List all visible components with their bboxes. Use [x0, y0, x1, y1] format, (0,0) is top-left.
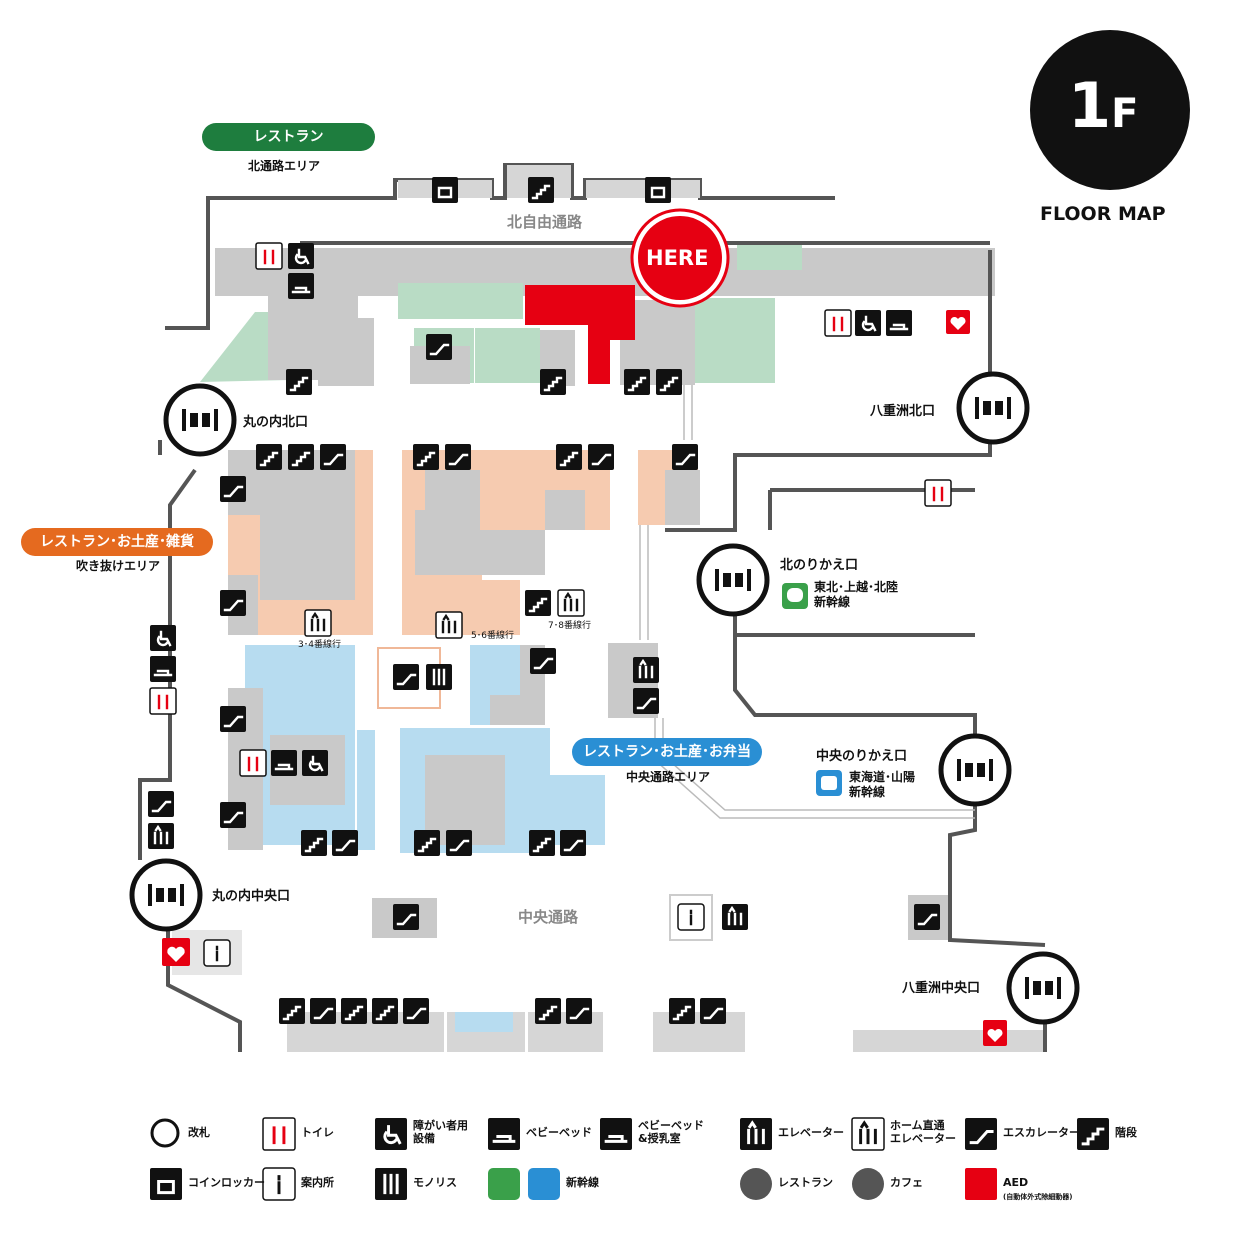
central-passage-label: 中央通路	[518, 908, 579, 926]
escalator-icon	[403, 998, 429, 1024]
floor-badge	[1030, 30, 1190, 190]
escalator-icon	[320, 444, 346, 470]
toilet-icon	[262, 1117, 296, 1151]
escalator-icon	[965, 1118, 997, 1150]
toilet-icon	[149, 687, 177, 715]
legend-label: AED(自動体外式除細動器)	[1003, 1176, 1073, 1201]
legend-label: 障がい者用設備	[413, 1119, 468, 1145]
north-restaurant-area-title: レストラン	[202, 123, 375, 151]
legend-label: 改札	[188, 1126, 210, 1139]
escalator-icon	[393, 664, 419, 690]
gate-label-yaesu-central: 八重洲中央口	[902, 981, 981, 996]
toilet-icon	[924, 479, 952, 507]
fukinuke-area-sub: 吹き抜けエリア	[76, 559, 161, 573]
escalator-icon	[566, 998, 592, 1024]
gate-chuo-norikae-icon	[938, 733, 1012, 807]
coin-locker-icon	[432, 177, 458, 203]
gate-yaesu-central-icon	[1006, 951, 1080, 1025]
here-label: HERE	[646, 246, 709, 270]
escalator-icon	[446, 830, 472, 856]
escalator-icon	[332, 830, 358, 856]
escalator-icon	[560, 830, 586, 856]
legend-label: 案内所	[301, 1176, 334, 1189]
escalator-icon	[148, 791, 174, 817]
escalator-icon	[220, 476, 246, 502]
shinkansen-tokaido-line1: 東海道･山陽	[849, 770, 916, 784]
gate-label-chuo-norikae: 中央のりかえ口	[816, 749, 908, 764]
shinkansen-tohoku-line1: 東北･上越･北陸	[814, 580, 899, 594]
ticket-gate-icon	[150, 1118, 180, 1148]
shinkansen-tohoku-line2: 新幹線	[814, 595, 851, 609]
north-restaurant-area-sub: 北通路エリア	[248, 159, 321, 173]
gate-label-kita-norikae: 北のりかえ口	[780, 558, 859, 573]
legend-label: ベビーベッド&授乳室	[638, 1119, 704, 1145]
aed-icon	[965, 1168, 997, 1200]
gate-label-marunouchi-central: 丸の内中央口	[212, 889, 291, 904]
escalator-icon	[588, 444, 614, 470]
shinkansen-icon	[488, 1168, 520, 1200]
legend-label: ホーム直通エレベーター	[890, 1119, 956, 1145]
escalator-icon	[426, 334, 452, 360]
escalator-icon	[914, 904, 940, 930]
platform-elevator-label: 3･4番線行	[298, 640, 341, 650]
legend-label: エレベーター	[778, 1126, 844, 1139]
escalator-icon	[633, 688, 659, 714]
shinkansen-tokaido-line2: 新幹線	[849, 785, 886, 799]
legend-label: トイレ	[301, 1126, 334, 1139]
escalator-icon	[700, 998, 726, 1024]
north-passage-label: 北自由通路	[507, 213, 583, 231]
gate-marunouchi-north-icon	[163, 383, 237, 457]
escalator-icon	[672, 444, 698, 470]
escalator-icon	[393, 904, 419, 930]
central-area-title: レストラン･お土産･お弁当	[572, 738, 762, 766]
legend-label: 階段	[1115, 1126, 1137, 1139]
legend-label: レストラン	[778, 1176, 833, 1189]
escalator-icon	[310, 998, 336, 1024]
gate-label-yaesu-north: 八重洲北口	[870, 404, 936, 419]
escalator-icon	[445, 444, 471, 470]
escalator-icon	[530, 648, 556, 674]
coin-locker-icon	[645, 177, 671, 203]
floor-number: 1F	[1068, 69, 1139, 142]
gate-kita-norikae-icon	[696, 543, 770, 617]
legend-label: コインロッカー	[188, 1176, 265, 1189]
baby-bed-icon	[600, 1118, 632, 1150]
baby-bed-icon	[271, 750, 297, 776]
platform-elevator-label: 5･6番線行	[471, 631, 514, 641]
gate-yaesu-north-icon	[956, 371, 1030, 445]
platform-elevator-label: 7･8番線行	[548, 621, 591, 631]
floor-map-caption: FLOOR MAP	[1040, 203, 1166, 225]
baby-bed-icon	[288, 273, 314, 299]
gate-marunouchi-central-icon	[129, 858, 203, 932]
baby-bed-icon	[488, 1118, 520, 1150]
toilet-icon	[255, 242, 283, 270]
restaurant-icon	[740, 1168, 772, 1200]
legend-label: カフェ	[890, 1176, 923, 1189]
shinkansen-icon	[528, 1168, 560, 1200]
gate-label-marunouchi-north: 丸の内北口	[243, 415, 309, 430]
legend-label: 新幹線	[566, 1176, 599, 1189]
central-area-sub: 中央通路エリア	[626, 770, 711, 784]
baby-bed-icon	[150, 656, 176, 682]
escalator-icon	[220, 706, 246, 732]
escalator-icon	[220, 802, 246, 828]
toilet-icon	[239, 749, 267, 777]
toilet-icon	[824, 309, 852, 337]
baby-bed-icon	[886, 310, 912, 336]
escalator-icon	[220, 590, 246, 616]
fukinuke-area-title: レストラン･お土産･雑貨	[21, 528, 213, 556]
legend-label: ベビーベッド	[526, 1126, 592, 1139]
legend-label: エスカレーター	[1003, 1126, 1080, 1139]
cafe-icon	[852, 1168, 884, 1200]
coin-locker-icon	[150, 1168, 182, 1200]
legend-label: モノリス	[413, 1176, 457, 1189]
